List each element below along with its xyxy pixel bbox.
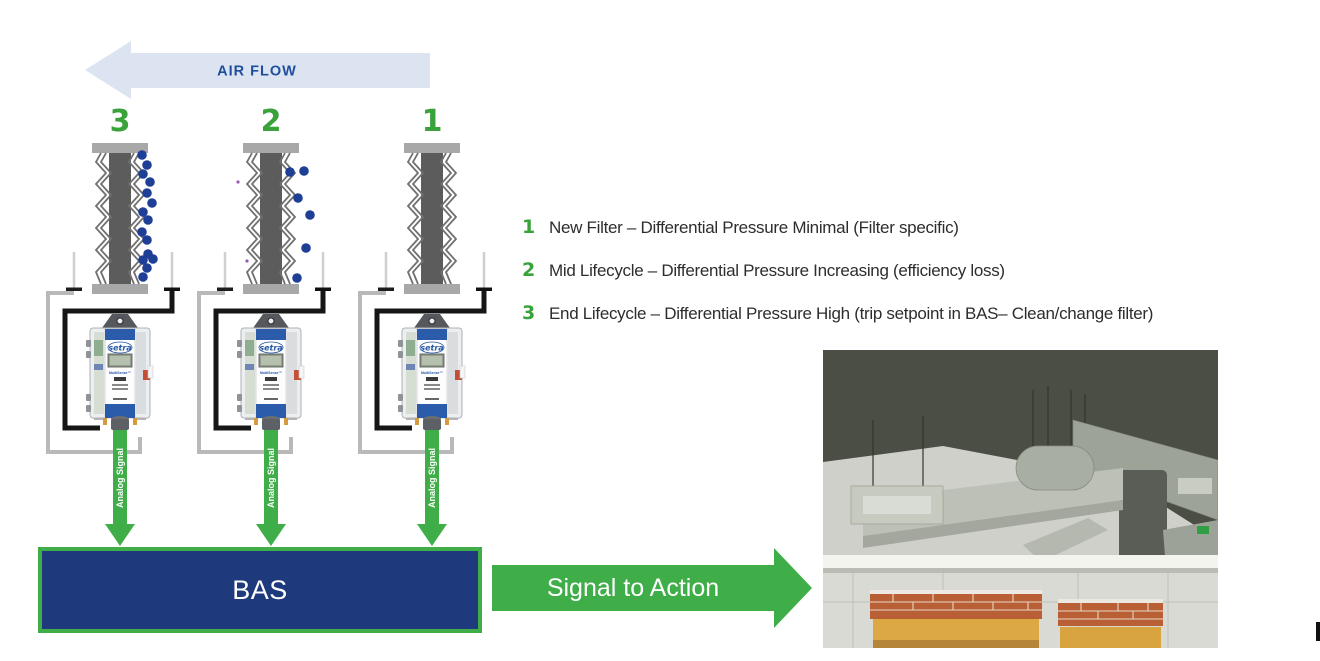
- stage-number-3: 3: [110, 104, 131, 139]
- particle-dot: [137, 150, 147, 160]
- particle-dot: [138, 207, 148, 217]
- particle-dot: [143, 215, 153, 225]
- filter-lifecycle-diagram: setra MultiSense™: [0, 41, 520, 661]
- dust-speck: [245, 259, 249, 263]
- signal-to-action-label: Signal to Action: [546, 573, 720, 602]
- stage-number-1: 1: [422, 104, 443, 139]
- particle-dot: [142, 188, 152, 198]
- hanger-rods: [872, 386, 1086, 486]
- particle-dot: [299, 166, 309, 176]
- bas-label: BAS: [232, 574, 288, 605]
- filter-unit-stage-2: [199, 143, 331, 546]
- legend-number: 1: [522, 216, 536, 238]
- particle-dot: [285, 167, 295, 177]
- legend-text: New Filter – Differential Pressure Minim…: [549, 218, 959, 237]
- stage-number-2: 2: [261, 104, 282, 139]
- particle-dot: [138, 272, 148, 282]
- filter-unit-stage-3: [48, 143, 180, 546]
- dust-speck: [236, 180, 240, 184]
- branch-duct: [1023, 518, 1108, 562]
- particle-dot: [142, 160, 152, 170]
- particle-dot: [301, 243, 311, 253]
- legend-text: End Lifecycle – Differential Pressure Hi…: [549, 304, 1154, 323]
- particle-dot: [305, 210, 315, 220]
- analog-signal-label: Analog Signal: [427, 448, 437, 508]
- ceiling: [823, 350, 1218, 540]
- brick-pillar-right: [1058, 599, 1163, 648]
- main-duct-underside: [863, 500, 1123, 548]
- brick-pillar-left: [870, 590, 1042, 648]
- particle-dot: [138, 169, 148, 179]
- white-beam: [823, 555, 1218, 568]
- hvac-installation-photo: [823, 350, 1218, 648]
- bas-box: BAS: [38, 547, 482, 633]
- edge-mark: [1316, 622, 1320, 641]
- beam-shadow: [823, 568, 1218, 573]
- filter-unit-stage-1: [360, 143, 492, 546]
- legend-number: 2: [522, 259, 536, 281]
- particle-dot: [138, 255, 148, 265]
- diffuser-grille: [863, 496, 931, 514]
- signal-to-action-arrow: Signal to Action: [492, 548, 812, 628]
- particle-dot: [137, 227, 147, 237]
- analog-signal-label: Analog Signal: [266, 448, 276, 508]
- air-flow-arrow: AIR FLOW: [85, 41, 430, 99]
- particle-dots-layer: [137, 150, 315, 283]
- particle-dot: [148, 254, 158, 264]
- air-flow-label: AIR FLOW: [217, 64, 297, 80]
- legend-item-1: 1 New Filter – Differential Pressure Min…: [522, 216, 959, 238]
- signal-to-action-arrowhead: [774, 548, 812, 628]
- particle-dot: [147, 198, 157, 208]
- concrete-column: [1119, 470, 1167, 580]
- legend-text: Mid Lifecycle – Differential Pressure In…: [549, 261, 1005, 280]
- round-duct-section: [1015, 445, 1095, 491]
- particle-dot: [293, 193, 303, 203]
- legend-number: 3: [522, 302, 536, 324]
- particle-dot: [142, 235, 152, 245]
- particle-dot: [142, 263, 152, 273]
- exit-sign: [1197, 526, 1209, 534]
- particle-dot: [145, 177, 155, 187]
- particle-dot: [292, 273, 302, 283]
- legend-item-3: 3 End Lifecycle – Differential Pressure …: [522, 302, 1153, 324]
- analog-signal-label: Analog Signal: [115, 448, 125, 508]
- signal-to-action-body: Signal to Action: [492, 565, 774, 611]
- air-flow-arrow-shape: [85, 41, 430, 99]
- vent-grille: [1178, 478, 1212, 494]
- legend-item-2: 2 Mid Lifecycle – Differential Pressure …: [522, 259, 1005, 281]
